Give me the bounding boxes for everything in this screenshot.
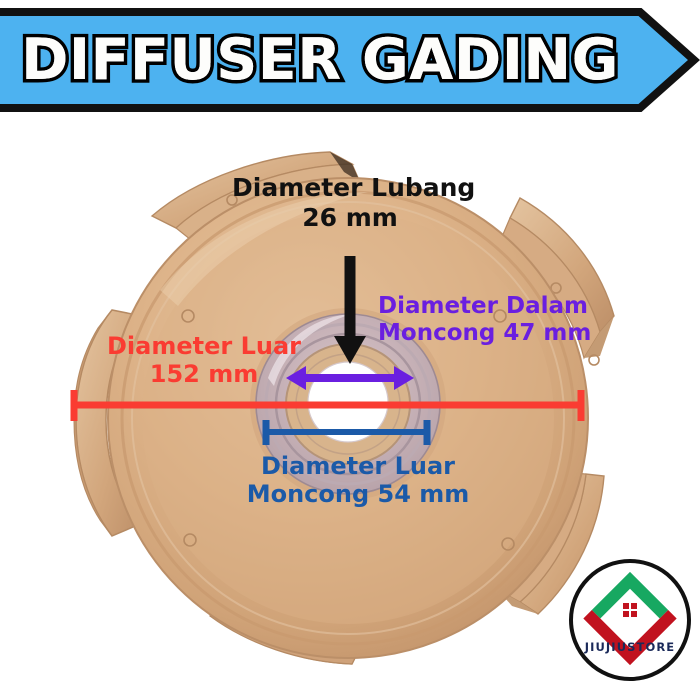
label-diameter-luar-moncong-line1: Diameter Luar [261,452,455,480]
label-diameter-luar-moncong-line2: Moncong 54 mm [246,480,470,509]
down-arrow-icon [334,256,366,364]
pump-diffuser-illustration [73,151,615,665]
label-diameter-dalam-moncong-line2: Moncong 47 mm [378,320,592,347]
label-diameter-lubang: Diameter Lubang 26 mm [232,173,476,232]
blue-dimension-line [262,420,431,445]
store-badge-logo [569,559,691,681]
store-badge: JIUJIUSTORE [566,556,694,684]
window-panes-icon [623,603,637,617]
label-diameter-dalam-moncong: Diameter Dalam Moncong 47 mm [378,293,592,347]
purple-double-arrow [286,366,414,390]
label-diameter-luar-line1: Diameter Luar [107,332,301,360]
label-diameter-luar-moncong: Diameter Luar Moncong 54 mm [238,452,478,509]
house-diamond-icon [583,571,677,666]
label-diameter-lubang-line1: Diameter Lubang [232,173,476,202]
banner-arrow-shape [0,8,700,112]
red-dimension-line [70,390,585,421]
label-diameter-luar: Diameter Luar 152 mm [104,332,304,389]
label-diameter-lubang-line2: 26 mm [302,202,398,232]
banner-arrow-path [0,8,700,112]
badge-ring [569,559,691,681]
product-photo [0,120,700,700]
label-diameter-luar-line2: 152 mm [149,360,259,389]
label-diameter-dalam-moncong-line1: Diameter Dalam [378,293,588,319]
